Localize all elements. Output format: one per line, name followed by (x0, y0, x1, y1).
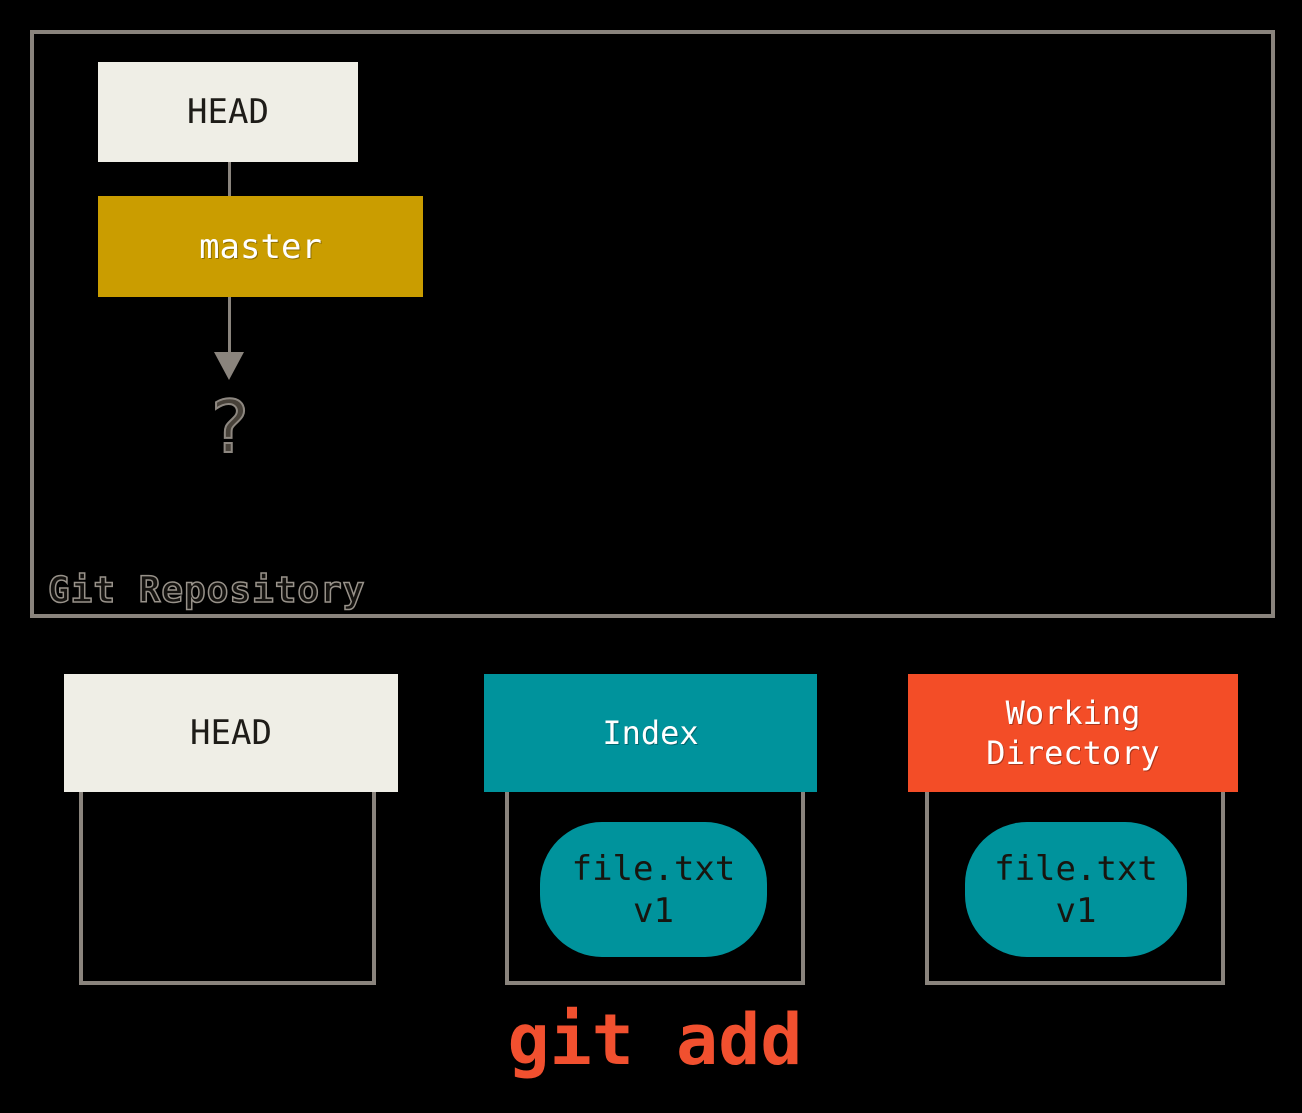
index-file-pill: file.txt v1 (540, 822, 767, 957)
master-branch-label: master (199, 226, 322, 267)
workdir-file-pill: file.txt v1 (965, 822, 1187, 957)
file-name: file.txt (571, 848, 736, 889)
index-column-container (505, 792, 805, 985)
column-header-working-directory: Working Directory (908, 674, 1238, 792)
file-version: v1 (1055, 890, 1097, 931)
column-header-index-label: Index (602, 714, 699, 752)
file-name: file.txt (994, 848, 1158, 889)
head-to-master-connector (228, 162, 231, 196)
master-arrow-line (228, 297, 231, 352)
git-repository-label: Git Repository (47, 569, 366, 612)
workdir-column-container (925, 792, 1225, 985)
file-version: v1 (633, 890, 674, 931)
column-header-index: Index (484, 674, 817, 792)
head-ref-label: HEAD (187, 92, 269, 132)
head-ref-box: HEAD (98, 62, 358, 162)
column-header-head-label: HEAD (190, 713, 272, 753)
head-column-container (79, 792, 376, 985)
column-header-working-directory-label: Working Directory (986, 694, 1160, 772)
unknown-commit-mark: ? (210, 385, 250, 469)
master-branch-box: master (98, 196, 423, 297)
git-repository-box (30, 30, 1275, 618)
command-caption: git add (507, 999, 803, 1081)
column-header-head: HEAD (64, 674, 398, 792)
arrow-down-icon (214, 352, 244, 380)
